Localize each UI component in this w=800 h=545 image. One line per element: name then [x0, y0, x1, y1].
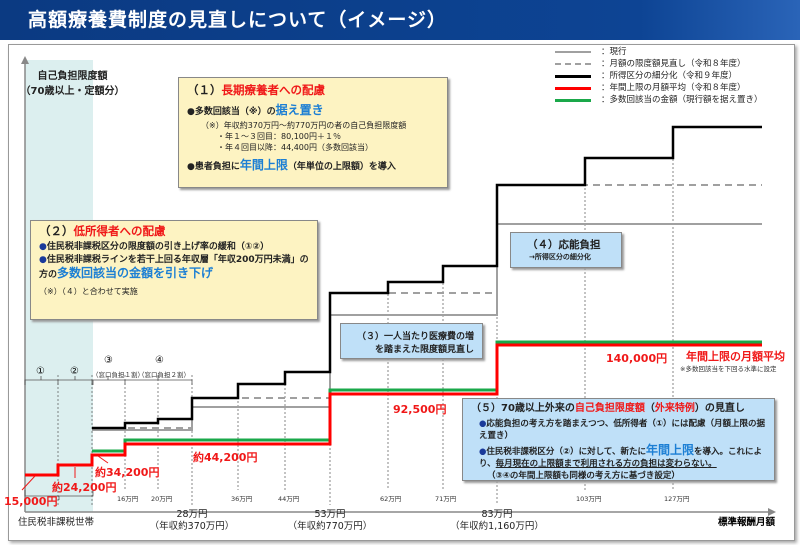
legend-3-label: ：年間上限の月額平均（令和８年度）: [601, 82, 746, 93]
amount-140000: 140,000円: [606, 352, 668, 365]
legend: ：現行 ：月額の限度額見直し（令和８年度） ：所得区分の細分化（令和９年度） ：…: [555, 46, 763, 106]
box-long-term-patients: （１）長期療養者への配慮 ●多数回該当（※）の据え置き （※）年収約370万円～…: [178, 77, 448, 188]
box1-note_l1: ・年１～３回目：80,100円＋１％: [217, 132, 341, 141]
tick-16: 16万円: [117, 495, 139, 503]
major_ticks-2-income: （年収約1,160万円）: [450, 521, 544, 532]
bracket-3: ③: [104, 355, 113, 366]
major-tick-53: 53万円（年収約770万円）: [280, 509, 380, 533]
box3-l1: （３）一人当たり医療費の増: [356, 332, 474, 342]
major-tick-28: 28万円（年収約370万円）: [142, 509, 242, 533]
tick-127: 127万円: [664, 495, 690, 503]
series-annual-cap: [25, 343, 762, 477]
box5-post: ）の見直し: [694, 403, 745, 414]
y-axis-arrow: [21, 56, 29, 64]
x-axis-arrow: [768, 508, 776, 516]
y-label-line1: 自己負担限度額: [37, 71, 108, 82]
brackets: [24, 376, 193, 500]
annual-cap-note: ※多数回該当を下回る水準に設定: [680, 365, 777, 373]
box5-em2: 外来特例: [654, 403, 695, 414]
legend-item-revised: ：月額の限度額見直し（令和８年度）: [555, 58, 763, 70]
box4-l2: →所得区分の細分化: [529, 253, 591, 261]
tick-62: 62万円: [380, 495, 402, 503]
x-axis-label: 標準報酬月額: [718, 517, 776, 528]
box4-l1: （４）応能負担: [527, 239, 601, 251]
annual-cap-label: 年間上限の月額平均: [686, 350, 785, 363]
amount-15000: 15,000円: [4, 495, 58, 508]
page-title: 高額療養費制度の見直しについて（イメージ）: [0, 0, 800, 40]
box2-b1: 住民税非課税区分の限度額の引き上げ率の緩和（①②）: [46, 242, 270, 252]
major_ticks-0-value: 28万円: [176, 509, 208, 520]
box5-b2_mid: を導入。これにより、: [479, 447, 762, 469]
legend-0-label: ：現行: [601, 46, 627, 57]
amount-34200: 約34,200円: [95, 466, 160, 479]
box1-b1_em: 据え置き: [275, 103, 324, 117]
major_ticks-0-income: （年収約370万円）: [149, 521, 235, 532]
box5-b1: 応能負担の考え方を踏まえつつ、低所得者（①）には配慮（月額上限の据え置き）: [479, 419, 766, 441]
box2-note: （※）（４）と合わせて実施: [39, 287, 138, 296]
y-axis-label: 自己負担限度額 （70歳以上・定額分）: [20, 67, 125, 97]
box1-note_l2: ・年４回目以降：44,400円（多数回該当）: [217, 143, 373, 152]
box1-b2_em: 年間上限: [239, 158, 288, 172]
box1-b1_pre: ●多数回該当（※）の: [187, 107, 276, 117]
legend-1-label: ：月額の限度額見直し（令和８年度）: [601, 58, 746, 69]
series-subdivided: [92, 125, 762, 430]
box-outpatient-special: （５）70歳以上外来の自己負担限度額（外来特例）の見直し ●応能負担の考え方を踏…: [462, 398, 775, 481]
tick-44: 44万円: [278, 495, 300, 503]
box1-b2_post: （年単位の上限額）を導入: [287, 162, 396, 172]
box2-b2_pre: 住民税非課税ラインを若干上回る年収層「年収200万円未満」の方の: [39, 255, 309, 280]
box5-b2_pre: 住民税非課税区分（②）に対して、新たに: [486, 447, 646, 457]
amount-44200: 約44,200円: [193, 451, 258, 464]
major_ticks-2-value: 83万円: [481, 509, 513, 520]
bracket-1: ①: [36, 366, 45, 377]
box5-b2_em: 年間上限: [645, 443, 694, 457]
major_ticks-1-value: 53万円: [314, 509, 346, 520]
legend-item-current: ：現行: [555, 46, 763, 58]
bracket-2: ②: [70, 366, 79, 377]
tick-71: 71万円: [435, 495, 457, 503]
box2-num: （２）: [39, 224, 74, 238]
amount-24200: 約24,200円: [52, 481, 117, 494]
box1-heading: 長期療養者への配慮: [221, 83, 326, 97]
y-label-line2: （70歳以上・定額分）: [20, 86, 125, 97]
box3-l2: を踏まえた限度額見直し: [374, 345, 474, 355]
bracket-4: ④: [155, 355, 164, 366]
amount-92500: 92,500円: [393, 403, 447, 416]
legend-item-multiple: ：多数回該当の金額（現行額を据え置き）: [555, 94, 763, 106]
major-tick-83: 83万円（年収約1,160万円）: [447, 509, 547, 533]
low-income-label: 住民税非課税世帯: [18, 517, 95, 528]
box-low-income: （２）低所得者への配慮 ●住民税非課税区分の限度額の引き上げ率の緩和（①②） ●…: [30, 220, 318, 320]
box5-em1: 自己負担限度額: [574, 403, 645, 414]
box2-b2_em: 多数回該当の金額を引き下げ: [57, 266, 214, 280]
bracket-3-sub: （窓口負担１割）: [92, 371, 144, 379]
tick-20: 20万円: [151, 495, 173, 503]
box-ability-to-pay: （４）応能負担 →所得区分の細分化: [510, 232, 622, 268]
box1-num: （１）: [187, 83, 222, 97]
bracket-4-sub: （窓口負担２割）: [138, 371, 190, 379]
legend-item-subdivided: ：所得区分の細分化（令和９年度）: [555, 70, 763, 82]
diagram-frame: [8, 44, 795, 541]
box5-pre: （５）70歳以上外来の: [471, 403, 575, 414]
legend-4-label: ：多数回該当の金額（現行額を据え置き）: [601, 94, 763, 105]
box5-b2_ul: 毎月現在の上限額まで利用される方の負担は変わらない。: [495, 459, 717, 469]
box5-b2_note: （③④の年間上限額も同様の考え方に基づき設定）: [487, 471, 680, 481]
box5-mid1: （: [644, 403, 655, 414]
tick-103: 103万円: [576, 495, 602, 503]
major_ticks-1-income: （年収約770万円）: [287, 521, 373, 532]
box1-note: （※）年収約370万円～約770万円の者の自己負担限度額: [201, 121, 407, 130]
box-cost-review: （３）一人当たり医療費の増を踏まえた限度額見直し: [340, 323, 483, 359]
box1-b2_pre: ●患者負担に: [187, 162, 240, 172]
legend-item-annual-cap: ：年間上限の月額平均（令和８年度）: [555, 82, 763, 94]
legend-2-label: ：所得区分の細分化（令和９年度）: [601, 70, 738, 81]
box2-heading: 低所得者への配慮: [73, 224, 166, 238]
tick-36: 36万円: [231, 495, 253, 503]
